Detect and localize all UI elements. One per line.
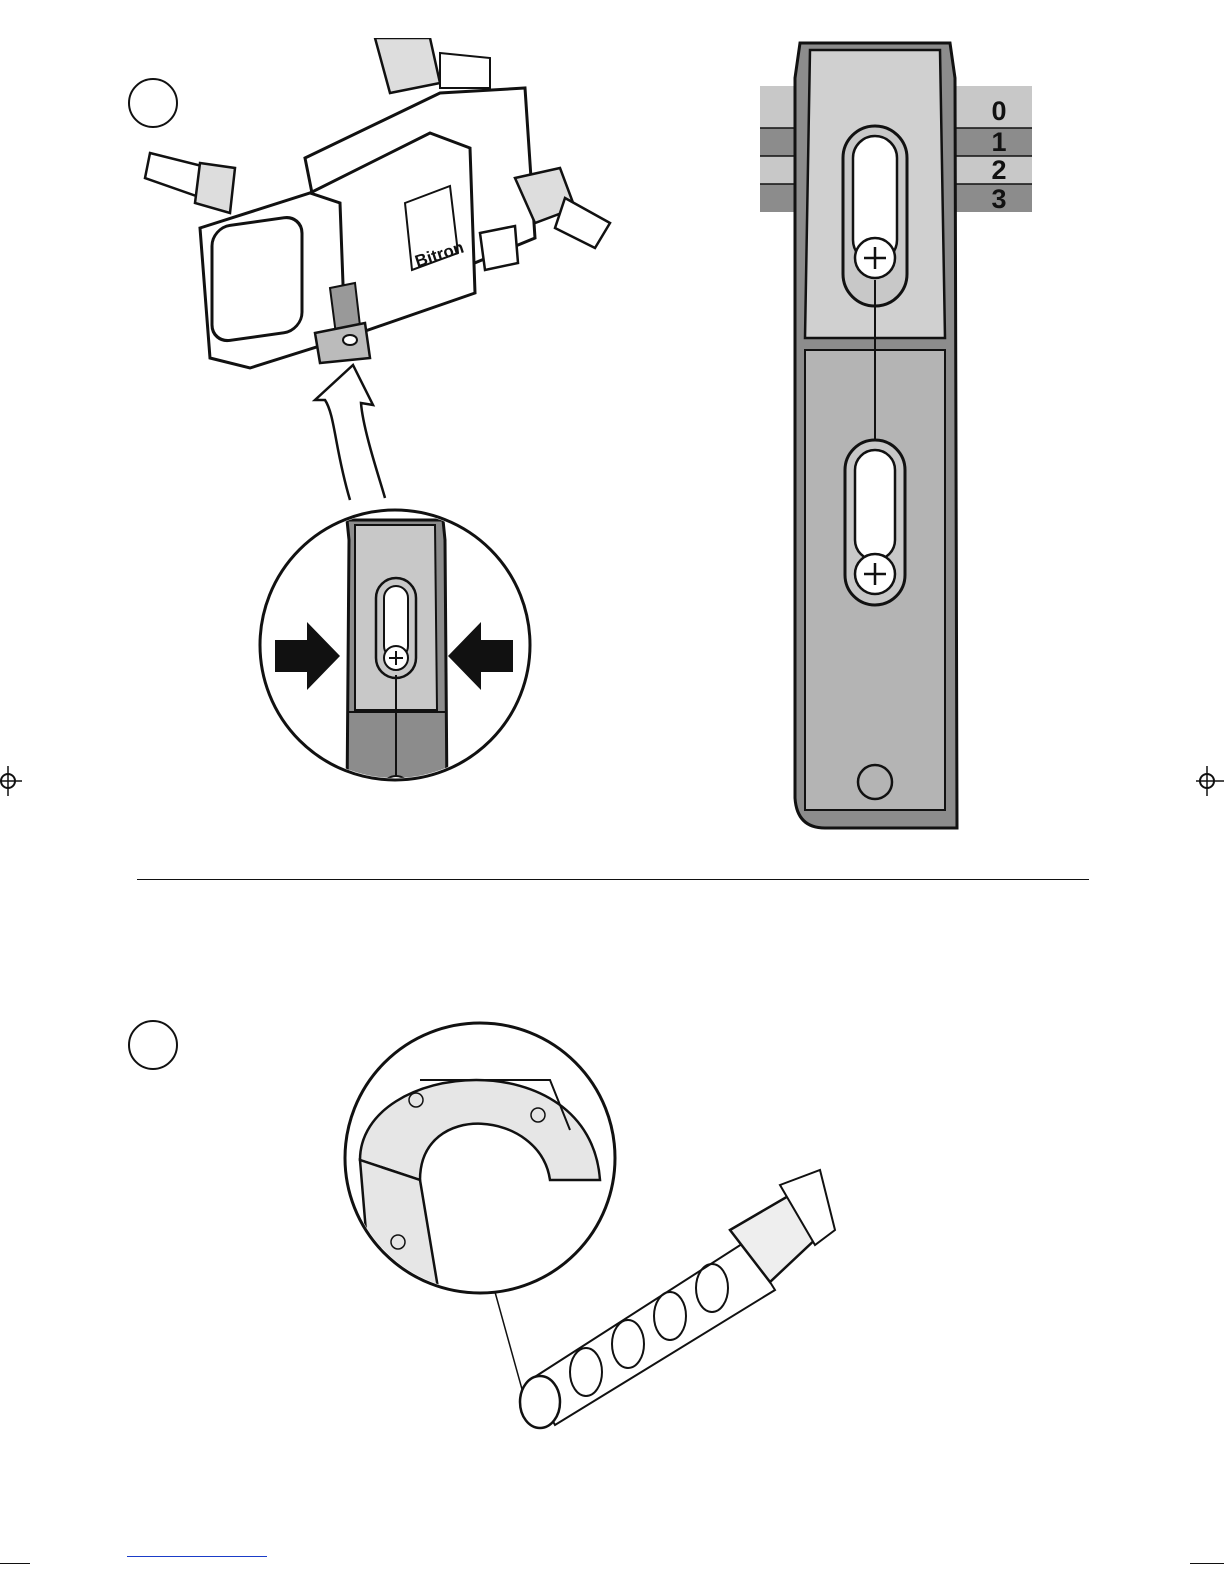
bracket-height-scale-diagram: 0 1 2 3 — [755, 38, 1040, 833]
footer-link-underline — [127, 1556, 267, 1557]
step-2-marker — [128, 1020, 178, 1070]
crop-mark-right — [1190, 1563, 1224, 1564]
uv-lamp-cage-illustration — [340, 1020, 840, 1430]
registration-mark-right-icon — [1192, 766, 1224, 796]
scale-label-0: 0 — [991, 96, 1006, 126]
registration-mark-left-icon — [0, 766, 30, 796]
section-divider — [137, 879, 1089, 880]
crop-mark-left — [0, 1563, 30, 1564]
scale-label-1: 1 — [991, 127, 1006, 157]
left-hose-connector — [145, 153, 235, 213]
bracket-detail-callout — [255, 360, 535, 800]
scale-label-3: 3 — [991, 184, 1006, 214]
uv-clarifier-device-illustration: Bitron — [140, 38, 620, 378]
scale-label-2: 2 — [991, 155, 1006, 185]
